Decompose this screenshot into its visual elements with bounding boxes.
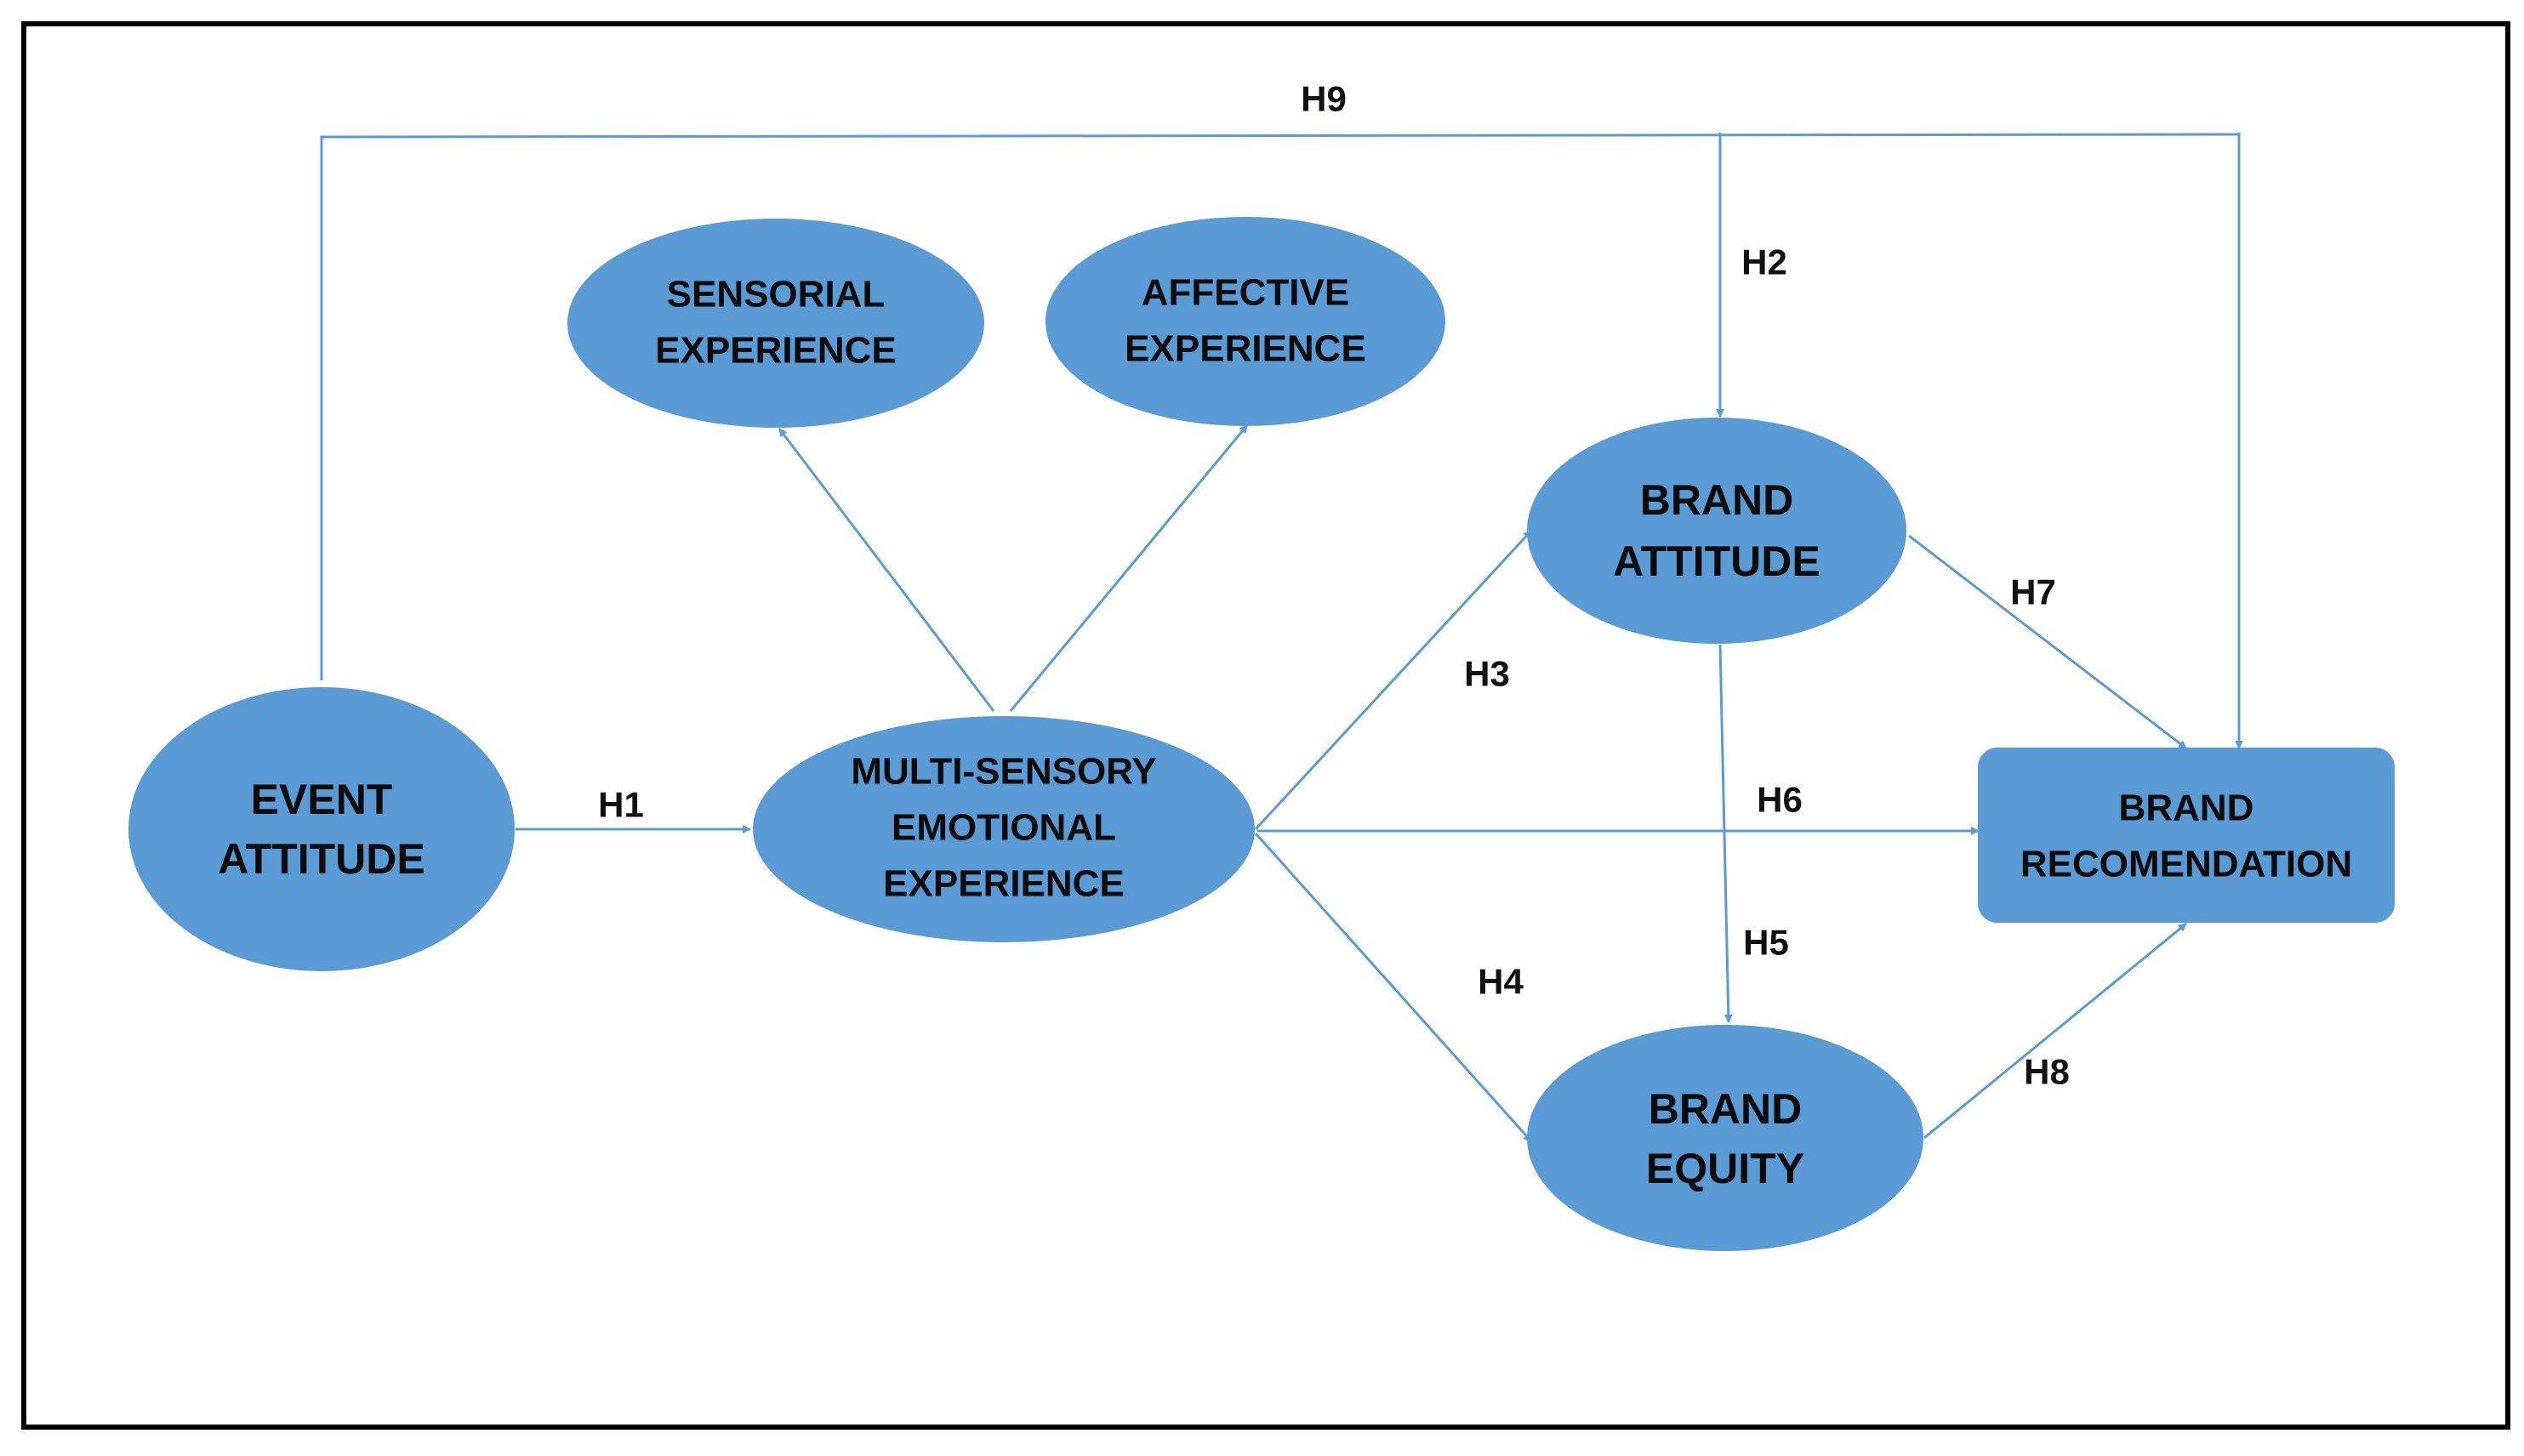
- edge-h4: [1254, 832, 1533, 1143]
- multi-sensory-label-line-2: EMOTIONAL: [892, 807, 1116, 849]
- brand-recommendation-box: [1978, 748, 2395, 923]
- edge-h8: [1923, 922, 2187, 1140]
- event-attitude-ellipse: [128, 687, 515, 971]
- edge-h9-bus: [320, 133, 2240, 680]
- edge-h3: [1254, 529, 1533, 831]
- diagram-frame: [21, 21, 2510, 1430]
- edge-label-h6: H6: [1757, 780, 1803, 820]
- edge-to-affective: [1009, 424, 1249, 712]
- sensorial-ellipse: [567, 219, 984, 428]
- node-brand-attitude: BRAND ATTITUDE: [1527, 418, 1906, 644]
- edge-label-h2: H2: [1741, 242, 1787, 282]
- edge-h5: [1718, 644, 1733, 1023]
- edge-label-h5: H5: [1743, 923, 1789, 963]
- sensorial-label-line-1: SENSORIAL: [667, 274, 886, 316]
- edge-label-h4: H4: [1478, 962, 1524, 1002]
- brand-equity-label-line-2: EQUITY: [1646, 1145, 1804, 1192]
- brand-recommendation-label-line-1: BRAND: [2119, 788, 2254, 829]
- node-affective-experience: AFFECTIVE EXPERIENCE: [1045, 217, 1445, 426]
- multi-sensory-ellipse: [753, 716, 1255, 942]
- affective-label-line-2: EXPERIENCE: [1125, 328, 1366, 370]
- edge-label-h9: H9: [1301, 79, 1347, 119]
- node-event-attitude: EVENT ATTITUDE: [128, 687, 515, 971]
- node-sensorial-experience: SENSORIAL EXPERIENCE: [567, 219, 984, 428]
- multi-sensory-label-line-1: MULTI-SENSORY: [851, 751, 1156, 793]
- edges: [320, 133, 2243, 1143]
- affective-ellipse: [1045, 217, 1445, 426]
- event-attitude-label-line-2: ATTITUDE: [218, 835, 424, 883]
- multi-sensory-label-line-3: EXPERIENCE: [883, 863, 1125, 905]
- affective-label-line-1: AFFECTIVE: [1142, 272, 1349, 314]
- edge-label-h1: H1: [598, 785, 644, 825]
- edge-h7: [1908, 534, 2187, 750]
- brand-attitude-ellipse: [1527, 418, 1906, 644]
- node-multi-sensory-emotional-experience: MULTI-SENSORY EMOTIONAL EXPERIENCE: [753, 716, 1255, 942]
- brand-equity-label-line-1: BRAND: [1649, 1085, 1803, 1133]
- node-brand-recommendation: BRAND RECOMENDATION: [1978, 748, 2395, 923]
- edge-label-h8: H8: [2024, 1052, 2070, 1092]
- edge-to-sensorial: [778, 428, 995, 712]
- brand-attitude-label-line-2: ATTITUDE: [1613, 537, 1820, 585]
- node-brand-equity: BRAND EQUITY: [1527, 1025, 1923, 1251]
- brand-recommendation-label-line-2: RECOMENDATION: [2020, 844, 2352, 885]
- brand-attitude-label-line-1: BRAND: [1640, 476, 1794, 524]
- edge-label-h7: H7: [2010, 572, 2056, 612]
- edge-label-h3: H3: [1464, 654, 1510, 694]
- event-attitude-label-line-1: EVENT: [251, 776, 393, 823]
- brand-equity-ellipse: [1527, 1025, 1923, 1251]
- edge-labels: H9 H2 H1 H3 H7 H6 H5 H4 H8: [598, 79, 2070, 1092]
- sensorial-label-line-2: EXPERIENCE: [655, 330, 897, 372]
